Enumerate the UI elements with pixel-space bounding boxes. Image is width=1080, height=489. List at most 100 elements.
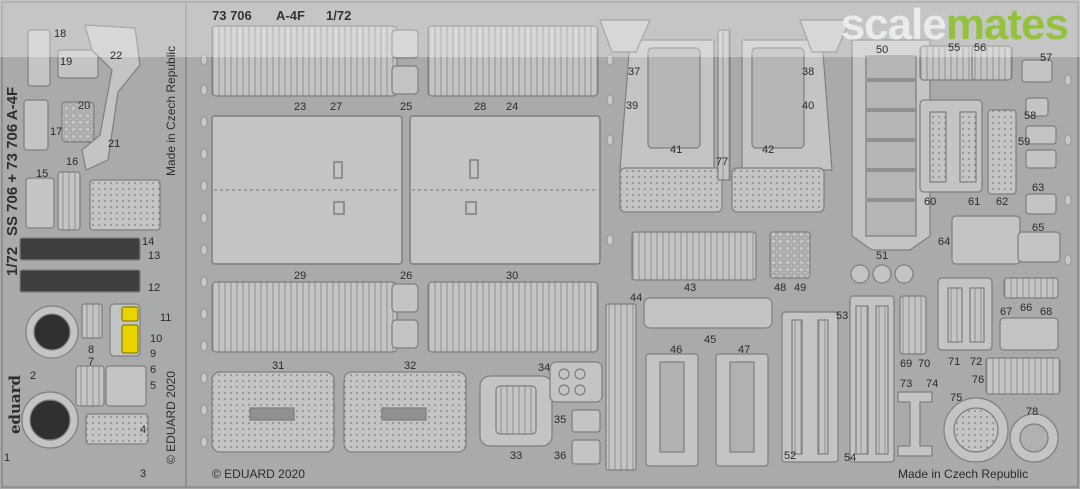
part-number-6: 6	[150, 364, 157, 376]
part-number-24: 24	[506, 101, 519, 113]
part-number-68: 68	[1040, 306, 1053, 318]
made-in-vertical: Made in Czech Republic	[164, 45, 178, 176]
copyright-vertical: © EDUARD 2020	[164, 371, 178, 464]
part-number-15: 15	[36, 168, 49, 180]
part-number-34: 34	[538, 362, 551, 374]
part-number-55: 55	[948, 42, 961, 54]
part-number-50: 50	[876, 44, 889, 56]
part-number-76: 76	[972, 374, 985, 386]
part-number-29: 29	[294, 270, 307, 282]
part-number-64: 64	[938, 236, 951, 248]
part-number-67: 67	[1000, 306, 1013, 318]
part-number-53: 53	[836, 310, 849, 322]
part-number-28: 28	[474, 101, 487, 113]
part-number-45: 45	[704, 334, 717, 346]
part-number-63: 63	[1032, 182, 1045, 194]
part-number-27: 27	[330, 101, 343, 113]
part-number-1: 1	[4, 452, 11, 464]
fret-code: 73 706	[212, 8, 252, 23]
watermark-part-1: scale	[840, 0, 947, 49]
part-number-48: 48	[774, 282, 787, 294]
part-number-59: 59	[1018, 136, 1031, 148]
part-number-58: 58	[1024, 110, 1037, 122]
part-number-26: 26	[400, 270, 413, 282]
part-number-37: 37	[628, 66, 641, 78]
part-number-35: 35	[554, 414, 567, 426]
part-number-32: 32	[404, 360, 417, 372]
part-number-66: 66	[1020, 302, 1033, 314]
side-title: SS 706 + 73 706 A-4F	[4, 86, 21, 236]
part-number-47: 47	[738, 344, 751, 356]
part-number-19: 19	[60, 56, 73, 68]
wheel-well-parts	[599, 19, 851, 213]
part-number-2: 2	[30, 370, 37, 382]
speed-brakes	[211, 371, 467, 453]
part-number-20: 20	[78, 100, 91, 112]
part-number-8: 8	[88, 344, 95, 356]
flap-panels-middle	[211, 115, 601, 265]
part-number-14: 14	[142, 236, 155, 248]
part-number-54: 54	[844, 452, 857, 464]
part-number-46: 46	[670, 344, 683, 356]
fret-scale: 1/72	[326, 8, 352, 23]
part-number-56: 56	[974, 42, 987, 54]
part-number-75: 75	[950, 392, 963, 404]
part-number-36: 36	[554, 450, 567, 462]
part-number-5: 5	[150, 380, 157, 392]
part-number-65: 65	[1032, 222, 1045, 234]
part-number-23: 23	[294, 101, 307, 113]
small-center-parts	[479, 303, 637, 471]
part-number-18: 18	[54, 28, 67, 40]
watermark-banner	[0, 0, 1080, 57]
part-number-31: 31	[272, 360, 285, 372]
right-column-parts	[897, 45, 1061, 463]
part-number-25: 25	[400, 101, 413, 113]
part-number-43: 43	[684, 282, 697, 294]
part-number-3: 3	[140, 468, 147, 480]
part-number-16: 16	[66, 156, 79, 168]
part-number-22: 22	[110, 50, 123, 62]
part-number-70: 70	[918, 358, 931, 370]
part-number-74: 74	[926, 378, 939, 390]
part-number-71: 71	[948, 356, 961, 368]
part-number-30: 30	[506, 270, 519, 282]
scalemates-watermark: scalemates	[840, 0, 1069, 50]
part-number-9: 9	[150, 348, 157, 360]
seat-belt-parts	[781, 295, 927, 463]
part-number-62: 62	[996, 196, 1009, 208]
part-number-33: 33	[510, 450, 523, 462]
side-scale: 1/72	[4, 246, 21, 276]
part-number-41: 41	[670, 144, 683, 156]
part-number-11: 11	[160, 312, 172, 324]
part-number-61: 61	[968, 196, 981, 208]
part-number-72: 72	[970, 356, 983, 368]
part-number-42: 42	[762, 144, 775, 156]
part-number-77: 77	[716, 156, 729, 168]
part-number-49: 49	[794, 282, 807, 294]
part-number-73: 73	[900, 378, 913, 390]
part-number-4: 4	[140, 424, 147, 436]
part-number-12: 12	[148, 282, 161, 294]
part-number-38: 38	[802, 66, 815, 78]
part-number-21: 21	[108, 138, 121, 150]
fret-model: A-4F	[276, 8, 305, 23]
watermark-part-2: mates	[945, 0, 1069, 49]
part-number-40: 40	[802, 100, 815, 112]
part-number-78: 78	[1026, 406, 1039, 418]
part-number-69: 69	[900, 358, 913, 370]
left-column-parts	[19, 24, 161, 449]
part-number-39: 39	[626, 100, 639, 112]
part-number-13: 13	[148, 250, 161, 262]
lower-center-parts	[631, 231, 811, 467]
copyright-bottom: © EDUARD 2020	[212, 467, 305, 481]
part-number-60: 60	[924, 196, 937, 208]
flap-panels-bottom	[211, 281, 599, 353]
eduard-logo: eduard	[6, 374, 24, 434]
part-number-10: 10	[150, 333, 163, 345]
part-number-7: 7	[88, 356, 95, 368]
part-number-52: 52	[784, 450, 797, 462]
ladder-part	[850, 39, 931, 284]
part-number-44: 44	[630, 292, 643, 304]
part-number-51: 51	[876, 250, 889, 262]
